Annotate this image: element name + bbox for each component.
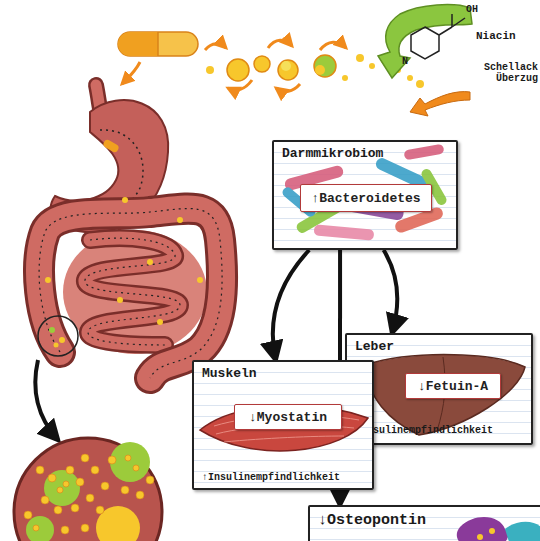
effect-text: ↓Fetuin-A — [418, 379, 488, 394]
coating-label: Schellack Überzug — [462, 62, 538, 84]
node-note: ↑Insulinempfindlichkeit — [355, 425, 493, 436]
organ-box: ↓Osteopontin — [308, 505, 540, 541]
organ-box: Muskeln ↑Insulinempfindlichkeit ↓Myostatin — [192, 360, 374, 490]
atom-label: N — [402, 56, 414, 67]
effect-text: ↑Bacteroidetes — [311, 191, 420, 206]
effect-text: ↓Myostatin — [249, 410, 327, 425]
microbiome-box: Darmmikrobiom ↑Bacteroidetes — [272, 140, 458, 250]
flow-arrow — [273, 250, 309, 360]
effect-tag: ↑Bacteroidetes — [300, 184, 432, 212]
effect-tag: ↓Fetuin-A — [405, 373, 501, 399]
node-note: ↑Insulinempfindlichkeit — [202, 472, 340, 483]
node-title: Darmmikrobiom — [282, 146, 383, 161]
effect-tag: ↓Myostatin — [234, 404, 342, 430]
atom-label: OH — [466, 4, 490, 15]
node-title: Muskeln — [202, 366, 257, 381]
node-title: ↓Osteopontin — [318, 512, 426, 529]
substance-label: Niacin — [476, 30, 540, 42]
node-title: Leber — [355, 339, 394, 354]
flow-arrow — [384, 250, 398, 333]
